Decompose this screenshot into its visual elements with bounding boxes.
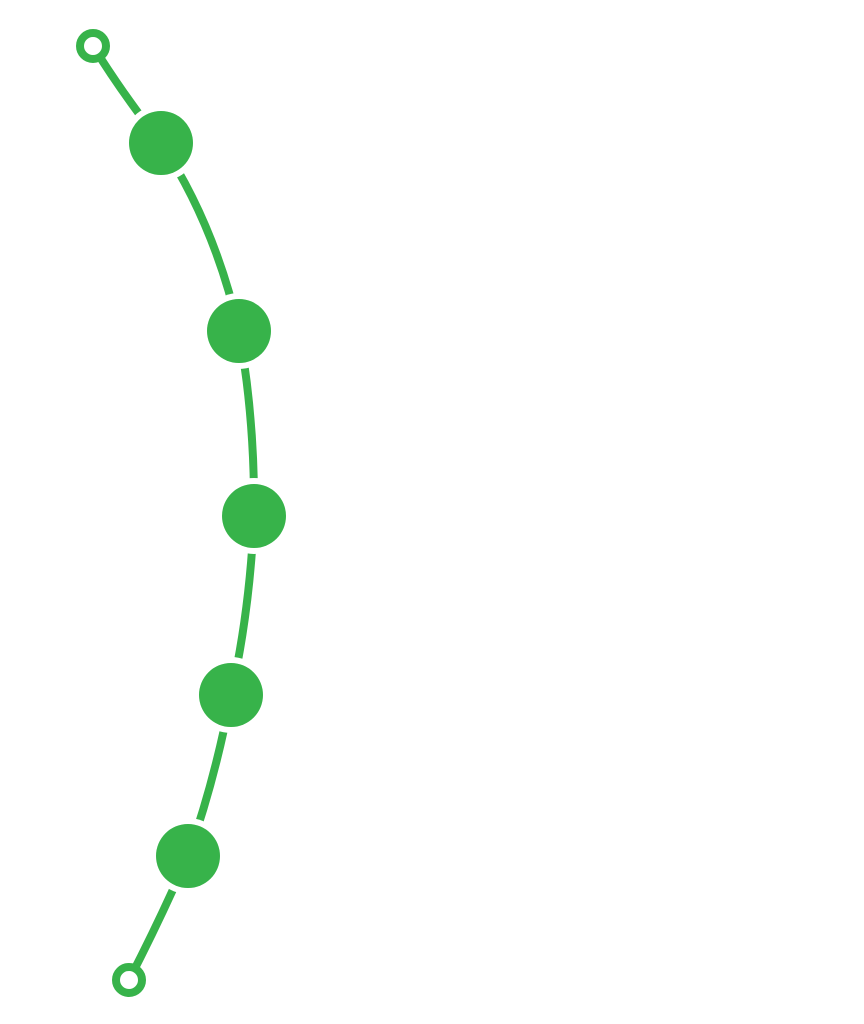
timeline-step-node <box>193 657 269 733</box>
timeline-step-node <box>123 105 199 181</box>
step-node-dot <box>207 299 271 363</box>
timeline-end-ring <box>112 963 146 997</box>
timeline-step-node <box>216 478 292 554</box>
step-node-dot <box>199 663 263 727</box>
timeline-endpoints <box>76 29 146 997</box>
timeline-step-node <box>150 818 226 894</box>
timeline-steps <box>123 105 292 894</box>
timeline-step-node <box>201 293 277 369</box>
timeline-start-ring <box>76 29 110 63</box>
step-node-dot <box>222 484 286 548</box>
step-node-dot <box>156 824 220 888</box>
step-node-dot <box>129 111 193 175</box>
